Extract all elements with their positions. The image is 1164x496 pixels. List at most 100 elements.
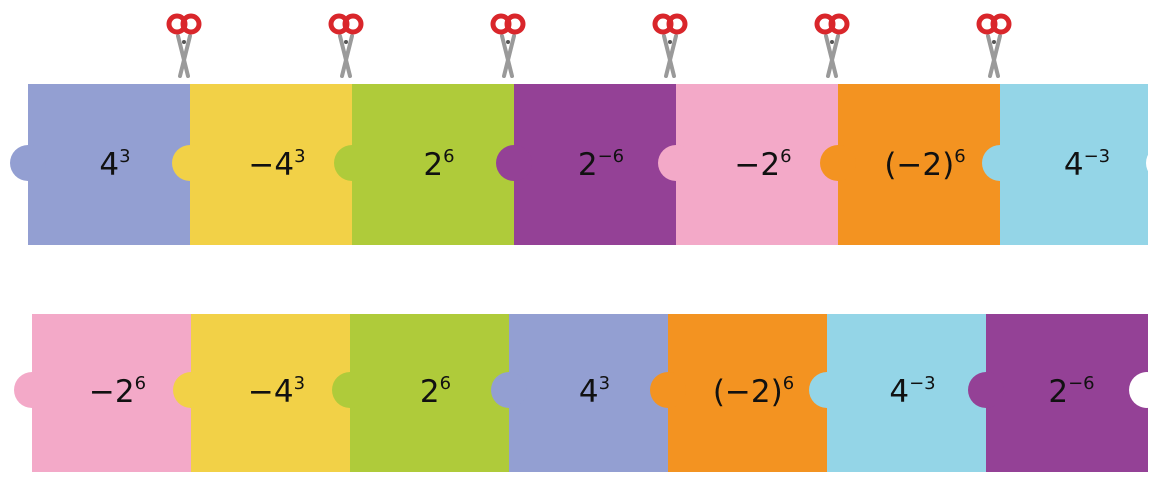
piece-knob [809, 372, 845, 408]
scissors-blade [664, 34, 678, 78]
piece-body [1000, 84, 1148, 245]
expression-base: −2 [89, 374, 135, 410]
piece-knob [982, 145, 1018, 181]
expression-exponent: 6 [135, 373, 146, 394]
expression-base: 4 [99, 147, 119, 183]
scissors-icon [490, 13, 526, 78]
piece-body [352, 84, 514, 245]
piece-knob [334, 145, 370, 181]
puzzle-piece [496, 84, 676, 245]
scissors-icon [814, 13, 850, 78]
scissors-handle [180, 13, 202, 35]
piece-knob [650, 372, 686, 408]
expression-exponent: −6 [598, 146, 625, 167]
piece-knob [496, 145, 532, 181]
scissors-handle [504, 13, 526, 35]
expression-base: 4 [889, 374, 909, 410]
piece-expression: 4−3 [889, 373, 935, 410]
expression-base: −4 [248, 147, 294, 183]
scissors-blade [826, 34, 840, 78]
piece-expression: 43 [99, 146, 130, 183]
piece-body [827, 314, 986, 472]
piece-expression: 26 [423, 146, 454, 183]
expression-exponent: 6 [780, 146, 791, 167]
puzzle-piece [172, 84, 352, 245]
piece-body [28, 84, 190, 245]
end-socket [1129, 372, 1164, 408]
piece-body [509, 314, 668, 472]
scissors-icon [652, 13, 688, 78]
expression-exponent: 6 [954, 146, 965, 167]
piece-expression: (−2)6 [884, 146, 965, 183]
expression-base: −4 [248, 374, 294, 410]
scissors-pivot [668, 40, 672, 44]
expression-exponent: 3 [294, 146, 305, 167]
scissors-icon [976, 13, 1012, 78]
piece-expression: 4−3 [1064, 146, 1110, 183]
expression-exponent: −3 [1084, 146, 1111, 167]
piece-expression: (−2)6 [713, 373, 794, 410]
piece-knob [332, 372, 368, 408]
piece-body [32, 314, 191, 472]
piece-body [514, 84, 676, 245]
piece-body [986, 314, 1148, 472]
piece-knob [10, 145, 46, 181]
piece-knob [968, 372, 1004, 408]
piece-expression: −26 [89, 373, 146, 410]
piece-expression: 2−6 [578, 146, 624, 183]
scissors-blade [502, 34, 516, 78]
puzzle-piece [820, 84, 1000, 245]
scissors-blade [178, 34, 192, 78]
piece-body [190, 84, 352, 245]
expression-exponent: 3 [294, 373, 305, 394]
scissors-icon [166, 13, 202, 78]
piece-expression: 26 [420, 373, 451, 410]
puzzle-piece [968, 314, 1148, 472]
expression-base: 2 [578, 147, 598, 183]
expression-base: 4 [1064, 147, 1084, 183]
expression-base: (−2) [884, 147, 954, 183]
piece-knob [658, 145, 694, 181]
piece-expression: −43 [248, 373, 305, 410]
expression-base: −2 [734, 147, 780, 183]
piece-knob [172, 145, 208, 181]
scissors-row [166, 13, 1012, 78]
expression-exponent: 3 [119, 146, 130, 167]
scissors-handle [990, 13, 1012, 35]
piece-expression: −26 [734, 146, 791, 183]
puzzle-piece [650, 314, 827, 472]
piece-body [350, 314, 509, 472]
expression-exponent: −6 [1068, 373, 1095, 394]
expression-exponent: 6 [443, 146, 454, 167]
puzzle-piece [491, 314, 668, 472]
piece-knob [820, 145, 856, 181]
piece-knob [14, 372, 50, 408]
scissors-pivot [992, 40, 996, 44]
scissors-icon [328, 13, 364, 78]
scissors-handle [828, 13, 850, 35]
scissors-blade [340, 34, 354, 78]
puzzle-piece [14, 314, 191, 472]
scissors-blade [988, 34, 1002, 78]
expression-exponent: 6 [783, 373, 794, 394]
piece-knob [173, 372, 209, 408]
expression-base: 2 [423, 147, 443, 183]
piece-expression: −43 [248, 146, 305, 183]
expression-base: 4 [579, 374, 599, 410]
scissors-handle [342, 13, 364, 35]
puzzle-piece [173, 314, 350, 472]
piece-expression: 2−6 [1048, 373, 1094, 410]
puzzle-piece [658, 84, 838, 245]
puzzle-piece [332, 314, 509, 472]
puzzle-piece [334, 84, 514, 245]
expression-base: (−2) [713, 374, 783, 410]
scissors-pivot [830, 40, 834, 44]
expression-exponent: 6 [440, 373, 451, 394]
piece-expression: 43 [579, 373, 610, 410]
scissors-pivot [344, 40, 348, 44]
puzzle-piece [809, 314, 986, 472]
scissors-handle [666, 13, 688, 35]
